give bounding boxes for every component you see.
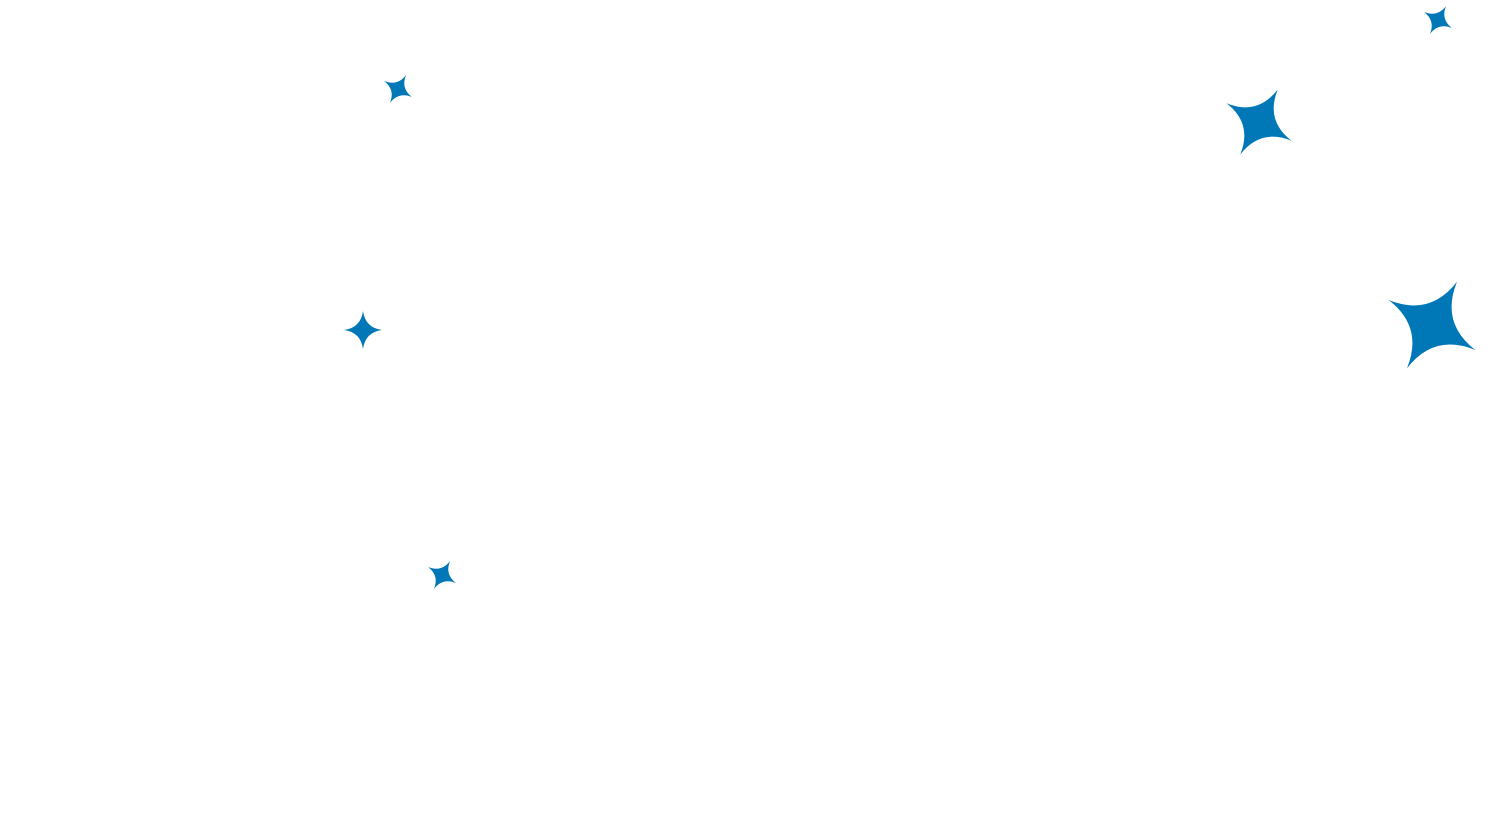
sparkle-icon: [1207, 70, 1311, 174]
sparkle-icon: [1363, 256, 1499, 394]
sparkle-icon: [376, 67, 420, 111]
sparkle-icon: [420, 553, 464, 597]
sparkle-icon: [344, 311, 382, 349]
sparkle-icon: [1416, 0, 1460, 42]
